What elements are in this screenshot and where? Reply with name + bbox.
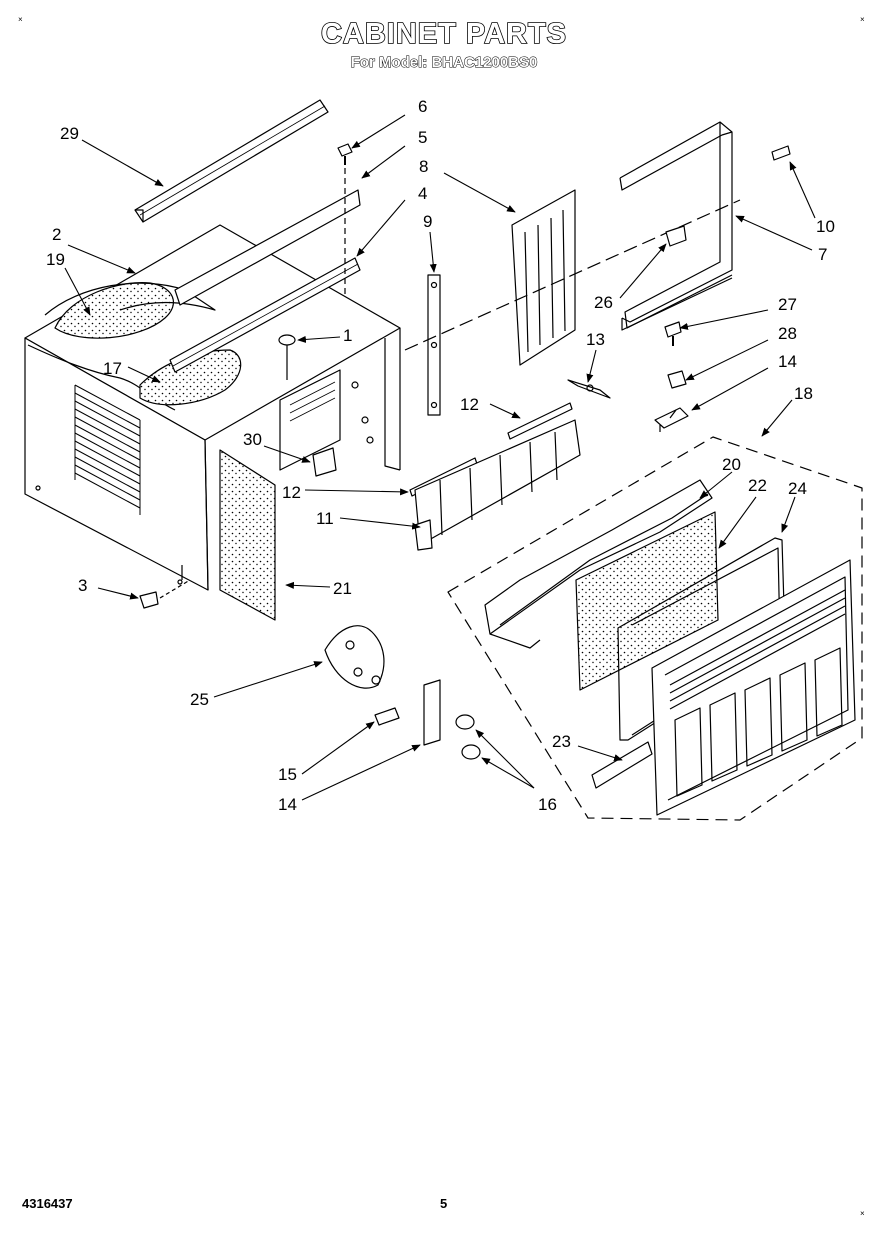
page-number: 5	[440, 1196, 448, 1211]
callout-20: 19	[46, 250, 65, 269]
callout-17: 16	[538, 795, 557, 814]
callout-26: 25	[190, 690, 209, 709]
strap-9	[427, 274, 441, 416]
callout-13: 13	[586, 330, 605, 349]
bracket-5	[174, 189, 361, 306]
bracket-13	[567, 379, 611, 399]
callout-31: 30	[243, 430, 262, 449]
callout-3: 3	[78, 576, 87, 595]
knob-17b	[461, 744, 481, 760]
callout-30: 29	[60, 124, 79, 143]
rod-12-upper	[507, 402, 573, 440]
callout-24: 23	[552, 732, 571, 751]
callout-19: 18	[794, 384, 813, 403]
callout-7: 7	[818, 245, 827, 264]
callout-12: 12	[460, 395, 479, 414]
screw-28	[664, 321, 682, 346]
clip-29	[667, 370, 687, 389]
top-insulation-20	[54, 282, 175, 339]
grommet-1	[278, 334, 296, 380]
callout-8: 8	[419, 157, 428, 176]
bracket-15	[423, 679, 441, 746]
page-title: CABINET PARTS	[320, 17, 568, 51]
callout-29: 28	[778, 324, 797, 343]
bracket-31	[312, 447, 337, 477]
callout-22: 21	[333, 579, 352, 598]
callout-11: 11	[316, 509, 334, 528]
screw-6	[337, 143, 353, 165]
callout-4: 4	[418, 184, 427, 203]
filter-frame-21	[484, 479, 713, 635]
callout-2: 2	[52, 225, 61, 244]
callout-1: 1	[343, 326, 352, 345]
spacer-16	[374, 707, 400, 726]
screw-3	[139, 591, 159, 609]
front-assembly-boundary-19	[447, 436, 863, 821]
corner-mark-bottom-right: ×	[860, 1209, 865, 1218]
callout-28: 27	[778, 295, 797, 314]
callout-14: 14	[778, 352, 797, 371]
rail-24	[591, 741, 653, 789]
corner-mark-top-left: ×	[18, 15, 23, 24]
callout-18: 17	[103, 359, 122, 378]
document-number: 4316437	[22, 1196, 73, 1211]
callout-labels: 29 6 5 8 4 9 2 19 1 17 10 7 26 27 28 13 …	[46, 97, 835, 814]
front-grille	[651, 559, 856, 816]
filter-23	[575, 511, 719, 691]
callout-10: 10	[816, 217, 835, 236]
callout-27: 26	[594, 293, 613, 312]
base-pan-11	[414, 419, 581, 551]
callout-23: 22	[748, 476, 767, 495]
leader-lines	[64, 114, 816, 801]
callout-16: 15	[278, 765, 297, 784]
fastener-27	[665, 225, 687, 247]
callout-6: 6	[418, 97, 427, 116]
insulation-22	[219, 449, 276, 621]
latch-14	[654, 407, 689, 429]
corner-mark-top-right: ×	[860, 15, 865, 24]
callout-15: 14	[278, 795, 297, 814]
callout-21: 20	[722, 455, 741, 474]
knob-17a	[455, 714, 475, 730]
callout-9: 9	[423, 212, 432, 231]
callout-25: 24	[788, 479, 807, 498]
hardware-bag-26	[324, 625, 385, 689]
callout-12: 12	[282, 483, 301, 502]
callout-5: 5	[418, 128, 427, 147]
page-subtitle: For Model: BHAC1200BS0	[350, 54, 538, 72]
screw-10	[771, 145, 791, 161]
frame-7	[619, 121, 733, 331]
shroud-8	[511, 189, 576, 366]
